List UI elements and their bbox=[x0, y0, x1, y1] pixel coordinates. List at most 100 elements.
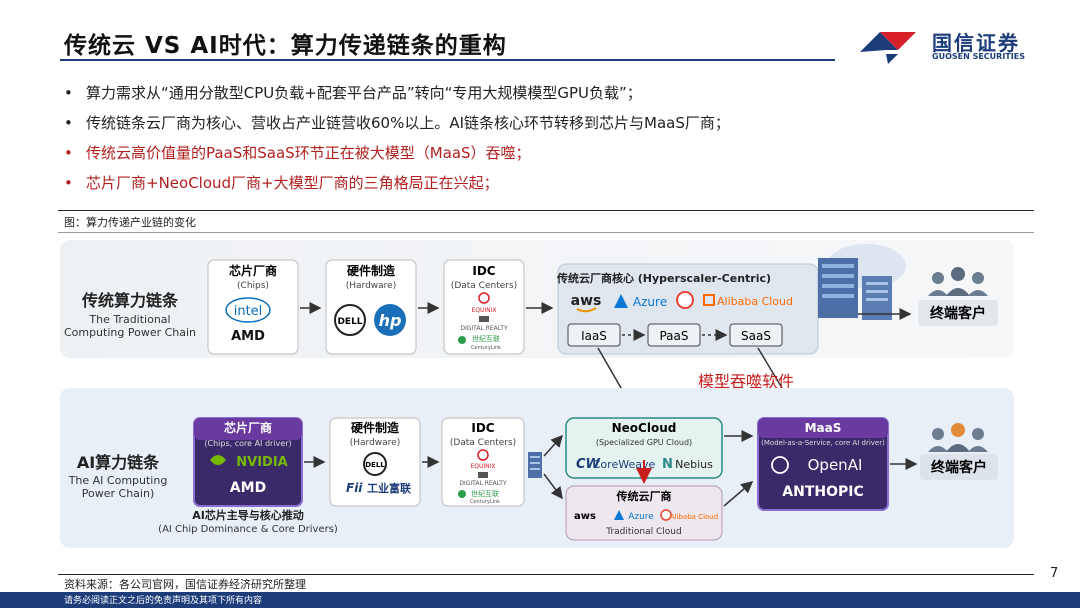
alibaba-logo-icon bbox=[703, 294, 715, 306]
iaas-label: IaaS bbox=[581, 329, 607, 343]
openai-logo-text: OpenAI bbox=[808, 456, 863, 474]
ai-customer-label: 终端客户 bbox=[931, 459, 987, 476]
bullet-text: 芯片厂商+NeoCloud厂商+大模型厂商的三角格局正在兴起； bbox=[86, 174, 499, 192]
nvidia-logo-text: NVIDIA bbox=[236, 455, 287, 470]
ai-digital-realty-text: DIGITAL REALTY bbox=[459, 480, 507, 487]
trad-idc-title: IDC bbox=[472, 264, 495, 278]
digital-realty-text: DIGITAL REALTY bbox=[460, 325, 508, 332]
bullet-text: 传统云高价值量的PaaS和SaaS环节正在被大模型（MaaS）吞噬； bbox=[86, 144, 531, 162]
azure-logo-icon bbox=[614, 294, 628, 308]
hp-logo-icon bbox=[374, 304, 406, 336]
ai-idc-box bbox=[441, 417, 525, 507]
ai-customer-box bbox=[920, 454, 998, 480]
maas-header bbox=[758, 418, 888, 438]
digital-realty-icon bbox=[479, 316, 489, 322]
nebius-text: Nebius bbox=[675, 458, 713, 471]
ai-trad-cloud-box bbox=[565, 485, 723, 541]
alibaba-logo-text: Alibaba Cloud bbox=[717, 295, 793, 308]
arrow bbox=[543, 434, 564, 457]
bullet-item: • 传统链条云厂商为核心、营收占产业链营收60%以上。AI链条核心环节转移到芯片与… bbox=[64, 108, 994, 138]
ai-chips-header bbox=[194, 418, 302, 440]
ai-hardware-title: 硬件制造 bbox=[351, 420, 400, 435]
ai-centurylink-text: CenturyLink bbox=[470, 499, 500, 505]
figure-top-rule bbox=[58, 210, 1034, 211]
trad-hardware-title: 硬件制造 bbox=[347, 263, 396, 278]
arrow bbox=[543, 473, 563, 500]
paas-label: PaaS bbox=[659, 329, 688, 343]
ai-label-cn: AI算力链条 bbox=[77, 453, 160, 472]
intel-logo-icon bbox=[225, 297, 271, 323]
figure-caption-rule bbox=[58, 232, 1034, 233]
server-stack-icon bbox=[528, 452, 542, 478]
maas-subtitle: (Model-as-a-Service, core AI driver) bbox=[761, 439, 885, 447]
traditional-label-en-1: The Traditional bbox=[88, 313, 170, 326]
bullet-dot: • bbox=[64, 144, 73, 162]
neocloud-subtitle: (Specialized GPU Cloud) bbox=[596, 438, 692, 447]
bullet-list: • 算力需求从“通用分散型CPU负载+配套平台产品”转向“专用大规模模型GPU负载… bbox=[64, 78, 994, 198]
anthropic-logo-text: ANTHOPIC bbox=[782, 484, 863, 500]
power-chain-diagram: 传统算力链条 The Traditional Computing Power C… bbox=[60, 240, 1014, 548]
azure-logo-text: Azure bbox=[633, 295, 667, 309]
trad-chips-title: 芯片厂商 bbox=[229, 263, 277, 278]
ai-trad-cloud-subtitle: Traditional Cloud bbox=[605, 527, 681, 537]
bullet-dot: • bbox=[64, 114, 73, 132]
aws-smile-icon bbox=[576, 307, 597, 313]
footer-bar bbox=[0, 592, 1080, 608]
maas-title: MaaS bbox=[805, 421, 842, 435]
intel-logo-text: intel bbox=[234, 304, 263, 319]
guosen-logo-icon bbox=[860, 32, 916, 64]
coreweave-text: CoreWeave bbox=[593, 458, 656, 471]
dell-logo-icon bbox=[334, 304, 366, 336]
bullet-text: 算力需求从“通用分散型CPU负载+配套平台产品”转向“专用大规模模型GPU负载”… bbox=[86, 84, 642, 102]
ai-digital-realty-icon bbox=[478, 472, 488, 478]
equinix-text: EQUINIX bbox=[471, 307, 496, 314]
ai-hardware-subtitle: (Hardware) bbox=[350, 438, 400, 448]
dell-logo-text: DELL bbox=[337, 317, 362, 327]
openai-logo-icon bbox=[771, 456, 789, 474]
title-underline bbox=[60, 59, 835, 61]
logo-name-cn: 国信证券 bbox=[932, 31, 1020, 55]
iaas-box bbox=[567, 323, 621, 347]
source-note: 资料来源：各公司官网，国信证券经济研究所整理 bbox=[64, 578, 306, 591]
paas-box bbox=[647, 323, 701, 347]
ai-amd-logo-text: AMD bbox=[230, 480, 266, 496]
server-cloud-icon bbox=[818, 244, 906, 320]
foxconn-logo-text: 工业富联 bbox=[367, 481, 411, 495]
gcp-logo-icon bbox=[676, 291, 694, 309]
ai-aws-text: aws bbox=[574, 511, 596, 522]
ai-century-cn-text: 世纪互联 bbox=[471, 489, 499, 498]
trad-idc-box bbox=[443, 259, 525, 355]
bullet-item: • 算力需求从“通用分散型CPU负载+配套平台产品”转向“专用大规模模型GPU负载… bbox=[64, 78, 994, 108]
bullet-dot: • bbox=[64, 84, 73, 102]
ai-idc-subtitle: (Data Centers) bbox=[450, 438, 516, 448]
logo-name-en: GUOSEN SECURITIES bbox=[932, 52, 1025, 61]
century-icon bbox=[458, 336, 466, 344]
coreweave-icon: CW bbox=[576, 457, 601, 472]
ai-dell-logo-text: DELL bbox=[365, 461, 385, 469]
customer-group-icon bbox=[928, 267, 988, 296]
bullet-text: 传统链条云厂商为核心、营收占产业链营收60%以上。AI链条核心环节转移到芯片与M… bbox=[86, 114, 730, 132]
ai-label-en-2: Power Chain) bbox=[82, 487, 154, 500]
equinix-icon bbox=[478, 292, 490, 304]
ai-equinix-text: EQUINIX bbox=[470, 463, 495, 470]
saas-label: SaaS bbox=[741, 329, 771, 343]
bullet-item-highlight: •芯片厂商+NeoCloud厂商+大模型厂商的三角格局正在兴起； bbox=[64, 168, 994, 198]
nvidia-eye-icon bbox=[210, 455, 226, 465]
centurylink-text: CenturyLink bbox=[471, 345, 501, 351]
arrow bbox=[723, 481, 754, 507]
ai-century-icon bbox=[458, 490, 466, 498]
ai-alibaba-text: Alibaba Cloud bbox=[670, 513, 718, 521]
trad-customer-box bbox=[918, 300, 998, 326]
century-cn-text: 世纪互联 bbox=[472, 334, 500, 343]
trad-chips-box bbox=[207, 259, 299, 355]
ai-chips-note-en: (AI Chip Dominance & Core Drivers) bbox=[158, 524, 338, 535]
slide-title: 传统云 VS AI时代：算力传递链条的重构 bbox=[64, 33, 507, 59]
trad-chips-subtitle: (Chips) bbox=[237, 281, 269, 291]
ai-chips-note-cn: AI芯片主导与核心推动 bbox=[192, 508, 304, 522]
ai-azure-text: Azure bbox=[628, 512, 654, 522]
ai-idc-title: IDC bbox=[471, 421, 494, 435]
swallow-label: 模型吞噬软件 bbox=[698, 372, 794, 391]
ai-equinix-icon bbox=[477, 449, 489, 461]
ai-trad-cloud-title: 传统云厂商 bbox=[616, 489, 672, 503]
ai-chips-title: 芯片厂商 bbox=[224, 420, 272, 435]
